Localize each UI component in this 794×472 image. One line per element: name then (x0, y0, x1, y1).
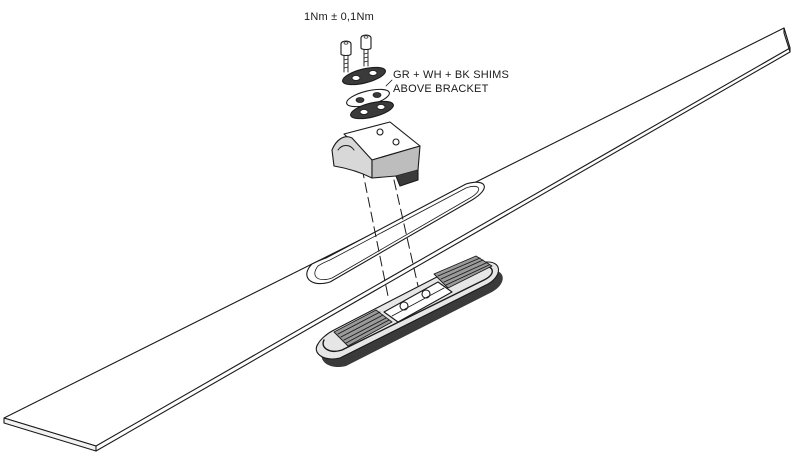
bolt-left (340, 40, 352, 73)
mount-base-hole-left (399, 301, 409, 311)
mount-base-pad-right (433, 255, 493, 289)
slot-outer-outline (306, 181, 485, 284)
bracket-hole-right (392, 138, 400, 146)
board-bottom-edge (95, 51, 791, 452)
bracket (331, 121, 421, 187)
bracket-hole-left (376, 128, 384, 136)
bolts (340, 34, 372, 73)
shim-bottom (350, 100, 394, 120)
shims-label-line2: ABOVE BRACKET (393, 83, 489, 95)
torque-spec-label: 1Nm ± 0,1Nm (304, 11, 374, 23)
mount-base-rim (322, 265, 493, 352)
shim-stack (342, 66, 394, 120)
shims-label-line1: GR + WH + BK SHIMS (393, 69, 510, 81)
board-slot (306, 181, 485, 284)
slot-inner-outline (314, 185, 479, 281)
bracket-arch (337, 145, 355, 151)
mount-base (315, 255, 503, 368)
shim-leader-line (385, 79, 393, 87)
alignment-line-right (393, 179, 419, 287)
mount-base-center-track (383, 281, 453, 323)
alignment-line-left (361, 167, 389, 297)
bolt-right (360, 34, 372, 67)
mount-base-pad-left (333, 309, 393, 347)
alignment-lines (361, 167, 419, 297)
shim-top (342, 66, 386, 86)
